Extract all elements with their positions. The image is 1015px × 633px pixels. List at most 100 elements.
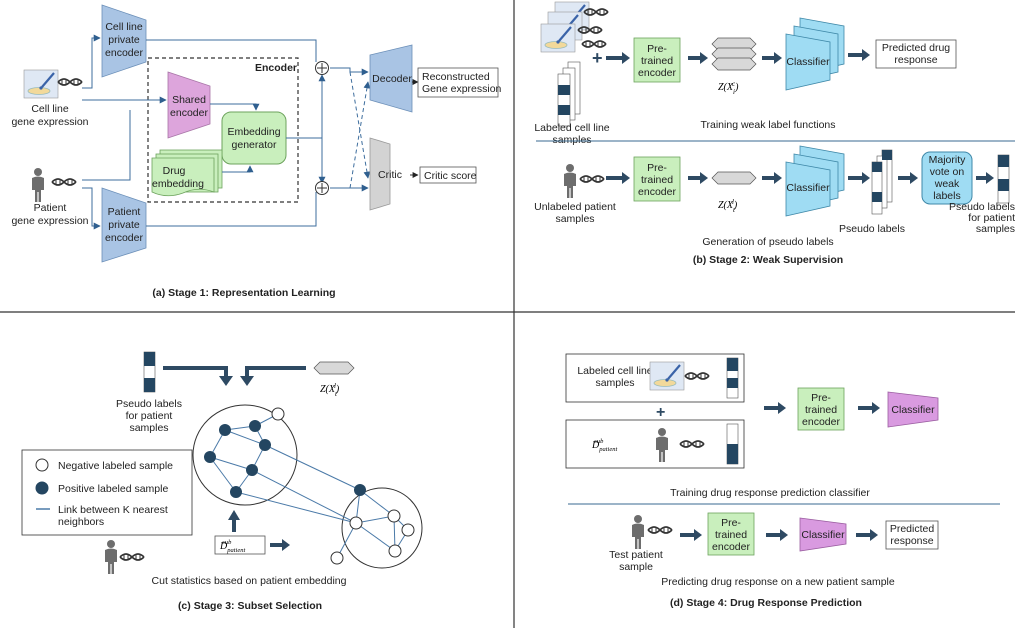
legend-link-1: Link between K nearest	[58, 504, 168, 516]
legend-negative: Negative labeled sample	[58, 460, 173, 472]
dna-icon	[51, 178, 77, 186]
pretrained-label-1: Pre-	[647, 43, 667, 55]
pretrained-label-2: trained	[715, 529, 747, 541]
critic-score-label: Critic score	[424, 170, 477, 182]
cell-label-column	[726, 357, 739, 399]
pretrained-label-3: encoder	[712, 541, 750, 553]
pseudo-label-text-3: samples	[129, 422, 168, 434]
classifier-label: Classifier	[786, 182, 830, 194]
predicted-label-1: Predicted drug	[882, 42, 950, 54]
pseudo-labels-label: Pseudo labels	[839, 223, 905, 235]
embedding-hex-stack	[711, 37, 757, 71]
pretrained-label-1: Pre-	[721, 517, 741, 529]
patient-input-label-2: gene expression	[11, 215, 88, 227]
encoder-box-title: Encoder	[255, 62, 297, 74]
cell-line-private-encoder	[101, 4, 147, 78]
pretrained-encoder-d-bottom	[707, 512, 755, 556]
predicted-response-box	[885, 520, 939, 550]
panel-c-caption: (c) Stage 3: Subset Selection	[178, 600, 322, 612]
patient-embedding-hex	[711, 171, 757, 185]
reconstructed-output-box	[417, 67, 499, 98]
cell-encoder-label-2: private	[108, 34, 140, 46]
panel-b: + Labeled cell line samples Pre- trained…	[534, 0, 1015, 266]
majority-label-4: labels	[933, 190, 960, 202]
dna-icon	[57, 78, 83, 86]
plus-icon: +	[656, 404, 665, 421]
classifier-stack-bottom: Classifier	[785, 145, 845, 217]
dna-icon	[579, 175, 605, 183]
classifier-label: Classifier	[891, 404, 935, 416]
z-patient-embedding: Z(Xtl)	[320, 382, 340, 398]
training-drug-label: Training drug response prediction classi…	[670, 487, 870, 499]
predicted-drug-response-box	[875, 39, 957, 69]
final-pseudo-label-1: Pseudo labels	[949, 201, 1015, 213]
petri-dish-icon	[648, 360, 686, 392]
pseudo-label-column	[143, 351, 156, 393]
test-patient-label-2: sample	[619, 561, 653, 573]
final-pseudo-label-3: samples	[976, 223, 1015, 235]
petri-dish-icon	[539, 22, 577, 54]
patient-icon	[632, 515, 644, 549]
reconstructed-label-2: Gene expression	[422, 83, 502, 95]
majority-vote-box	[921, 151, 973, 205]
z-cell-embedding: Z(Xic)	[718, 80, 739, 96]
reconstructed-label-1: Reconstructed	[422, 71, 490, 83]
cut-stats-label: Cut statistics based on patient embeddin…	[152, 575, 347, 587]
pretrained-encoder-top	[633, 37, 681, 83]
majority-label-3: weak	[934, 178, 960, 190]
patient-subset-box	[565, 419, 745, 469]
training-weak-label: Training weak label functions	[700, 119, 835, 131]
d-patient-label: Dpatientsub	[219, 539, 245, 554]
pretrained-label-2: trained	[641, 55, 673, 67]
d-patient-label: Dpatientsub	[591, 438, 617, 453]
decoder	[369, 44, 413, 113]
pretrained-label-3: encoder	[638, 186, 676, 198]
dna-icon	[577, 26, 603, 34]
pretrained-encoder-bottom	[633, 156, 681, 202]
patient-embedding-hex	[313, 361, 355, 375]
classifier-stack-top: Classifier	[785, 17, 845, 91]
dna-icon	[647, 526, 673, 534]
patient-input-label-1: Patient	[34, 202, 67, 214]
legend-link-2: neighbors	[58, 516, 104, 528]
shared-encoder-label-2: encoder	[170, 107, 208, 119]
panel-b-caption: (b) Stage 2: Weak Supervision	[693, 254, 843, 266]
test-patient-label-1: Test patient	[609, 549, 663, 561]
z-patient-embedding: Z(Xtl)	[718, 198, 738, 214]
plus-icon: +	[592, 48, 603, 68]
cell-encoder-label-3: encoder	[105, 47, 143, 59]
legend-box	[21, 449, 193, 536]
predicted-label-2: response	[894, 54, 937, 66]
final-pseudo-label-2: for patient	[968, 212, 1015, 224]
drug-embedding	[151, 157, 215, 197]
pseudo-label-columns	[871, 149, 893, 215]
majority-label-2: vote on	[930, 166, 965, 178]
predicting-label: Predicting drug response on a new patien…	[661, 576, 895, 588]
panel-a: Cell line gene expression Patient gene e…	[11, 4, 502, 299]
pretrained-label-2: trained	[805, 404, 837, 416]
shared-encoder	[167, 71, 211, 139]
cell-encoder-label-1: Cell line	[105, 21, 143, 33]
embedding-generator	[221, 111, 287, 165]
patient-encoder-label-3: encoder	[105, 232, 143, 244]
majority-label-1: Majority	[929, 154, 967, 166]
pretrained-encoder-d-top	[797, 387, 845, 431]
patient-private-encoder	[101, 187, 147, 263]
critic-score-box	[419, 166, 477, 184]
sum-node-top	[315, 61, 329, 75]
pretrained-label-1: Pre-	[811, 392, 831, 404]
pretrained-label-3: encoder	[802, 416, 840, 428]
pretrained-label-2: trained	[641, 174, 673, 186]
cell-line-input-label-2: gene expression	[11, 116, 88, 128]
classifier-d-bottom	[799, 517, 847, 552]
patient-encoder-label-1: Patient	[108, 206, 141, 218]
drug-embedding-label-1: Drug	[163, 165, 186, 177]
unlabeled-patient-label-1: Unlabeled patient	[534, 201, 616, 213]
classifier-d-top	[887, 391, 939, 428]
patient-icon	[32, 168, 44, 202]
patient-encoder-label-2: private	[108, 219, 140, 231]
dna-icon	[119, 553, 145, 561]
labeled-cell-line-label-1: Labeled cell line	[577, 365, 652, 377]
final-pseudo-label-column	[997, 154, 1010, 204]
labeled-cell-line-label-1: Labeled cell line	[534, 122, 609, 134]
